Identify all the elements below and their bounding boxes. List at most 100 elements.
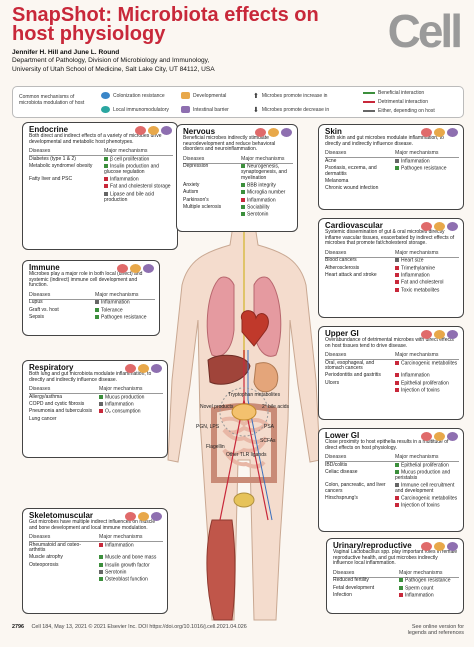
intestinal-barrier-icon bbox=[143, 264, 154, 273]
disease-cell: Atherosclerosis bbox=[325, 264, 360, 271]
mechanism-cell: Insulin growth factor bbox=[96, 562, 163, 569]
mechanism-text: Sociability bbox=[247, 204, 270, 211]
legend-beneficial: Beneficial interaction bbox=[363, 90, 424, 96]
mechanism-cell: Insulin production and glucose regulatio… bbox=[101, 163, 173, 176]
developmental-icon bbox=[434, 432, 445, 441]
mechanism-cell: Carcinogenic metabolites bbox=[392, 360, 459, 373]
mechanism-text: Serotonin bbox=[247, 211, 269, 218]
panel-description: Overabundance of detrimental microbes wi… bbox=[325, 337, 454, 349]
interaction-marker-icon bbox=[395, 287, 399, 292]
disease-cell: Acne bbox=[325, 157, 337, 164]
col-header-diseases: Diseases bbox=[183, 154, 238, 164]
mechanism-cell: Lipase and bile acid production bbox=[101, 191, 173, 204]
interaction-marker-icon bbox=[395, 265, 399, 270]
disease-cell: Depression bbox=[183, 163, 209, 170]
large-intestine bbox=[211, 403, 277, 483]
table-row: Serotonin bbox=[183, 211, 293, 218]
callout-tryptophan: Tryptophan metabolites bbox=[228, 392, 281, 398]
mechanism-cell: BBB integrity bbox=[238, 182, 293, 189]
col-header-diseases: Diseases bbox=[325, 453, 392, 463]
table-row: Lung cancer bbox=[29, 416, 163, 423]
disease-cell bbox=[183, 211, 238, 218]
mechanism-icons bbox=[421, 222, 458, 231]
mechanism-text: Pathogen resistance bbox=[405, 577, 451, 584]
mechanism-cell: Inflammation bbox=[238, 197, 293, 204]
mechanism-text: Mucus production and peristalsis bbox=[395, 469, 451, 482]
legend-increase: ⬆ Microbes promote increase in bbox=[253, 93, 328, 100]
authors-names: Jennifer H. Hill and June L. Round bbox=[12, 49, 120, 56]
disease-cell: Sepsis bbox=[29, 314, 45, 321]
disease-cell bbox=[325, 503, 392, 510]
mechanism-icons bbox=[421, 128, 458, 137]
mechanism-cell: O₂ consumption bbox=[96, 409, 163, 416]
disease-cell: Rheumatoid and osteo-arthritis bbox=[29, 541, 81, 554]
bacterium-icon bbox=[125, 512, 136, 521]
interaction-marker-icon bbox=[95, 300, 99, 305]
mechanism-text: Toxic metabolites bbox=[401, 286, 440, 293]
disease-cell: Melanoma bbox=[325, 177, 349, 184]
mechanism-cell: Microglia number bbox=[238, 190, 293, 197]
interaction-marker-icon bbox=[395, 360, 399, 365]
panel-description: Gut microbes have multiple indirect infl… bbox=[29, 519, 156, 531]
table-row: Osteoblast function bbox=[29, 577, 163, 584]
mechanism-text: Carcinogenic metabolites bbox=[401, 360, 458, 367]
mechanism-text: Carcinogenic metabolites bbox=[401, 495, 458, 502]
mechanism-cell: Toxic metabolites bbox=[392, 287, 459, 294]
mechanism-icons bbox=[255, 128, 292, 137]
panel-title: Nervous bbox=[183, 127, 216, 136]
disease-cell: Oral, esophageal, and stomach cancers bbox=[325, 359, 375, 372]
callout-pgn-lps: PGN, LPS bbox=[196, 424, 220, 430]
developmental-icon bbox=[434, 330, 445, 339]
callout-novel-products: Novel products bbox=[200, 404, 234, 410]
table-row: Toxic metabolites bbox=[325, 287, 459, 294]
mechanism-text: Inflammation bbox=[401, 372, 430, 379]
bacterium-icon bbox=[421, 330, 432, 339]
mechanism-text: Injection of toxins bbox=[401, 387, 440, 394]
legend-title: Common mechanisms of microbiota modulati… bbox=[19, 94, 85, 106]
col-header-mechanisms: Major mechanisms bbox=[96, 385, 163, 395]
mechanism-text: BBB integrity bbox=[247, 182, 276, 189]
interaction-marker-icon bbox=[395, 462, 399, 467]
developmental-icon bbox=[130, 264, 141, 273]
intestinal-barrier-icon bbox=[151, 364, 162, 373]
beneficial-line-icon bbox=[363, 92, 375, 94]
microbe-cluster bbox=[231, 403, 257, 421]
interaction-marker-icon bbox=[241, 212, 245, 217]
mechanism-cell: Neurogenesis, synaptogenesis, and myelin… bbox=[238, 163, 293, 182]
legend-colonization: Colonization resistance bbox=[101, 92, 165, 99]
legend-barrier: Intestinal barrier bbox=[181, 106, 229, 113]
interaction-marker-icon bbox=[395, 470, 399, 475]
intestinal-barrier-icon bbox=[447, 222, 458, 231]
mechanism-icons bbox=[421, 432, 458, 441]
bacterium-icon bbox=[117, 264, 128, 273]
disease-cell bbox=[29, 184, 101, 191]
mechanism-cell: Pathogen resistance bbox=[392, 165, 459, 178]
disease-cell: Anxiety bbox=[183, 181, 200, 188]
callout-psa: PSA bbox=[264, 424, 275, 430]
disease-cell: Blood cancers bbox=[325, 257, 357, 264]
page-number: 2796 bbox=[12, 624, 24, 630]
interaction-marker-icon bbox=[395, 373, 399, 378]
intestinal-barrier-icon bbox=[151, 512, 162, 521]
mechanism-text: Inflammation bbox=[110, 176, 139, 183]
table-row: Injection of toxins bbox=[325, 387, 459, 394]
immune-cell-icon bbox=[101, 106, 110, 113]
interaction-marker-icon bbox=[99, 409, 103, 414]
panel-description: Vaginal Lactobacillus spp. play importan… bbox=[333, 549, 458, 567]
callout-scfas: SCFAs bbox=[260, 438, 276, 444]
mechanism-text: Inflammation bbox=[105, 401, 134, 408]
bacterium-icon bbox=[421, 222, 432, 231]
interaction-marker-icon bbox=[241, 204, 245, 209]
mechanism-cell: Pathogen resistance bbox=[92, 314, 155, 321]
